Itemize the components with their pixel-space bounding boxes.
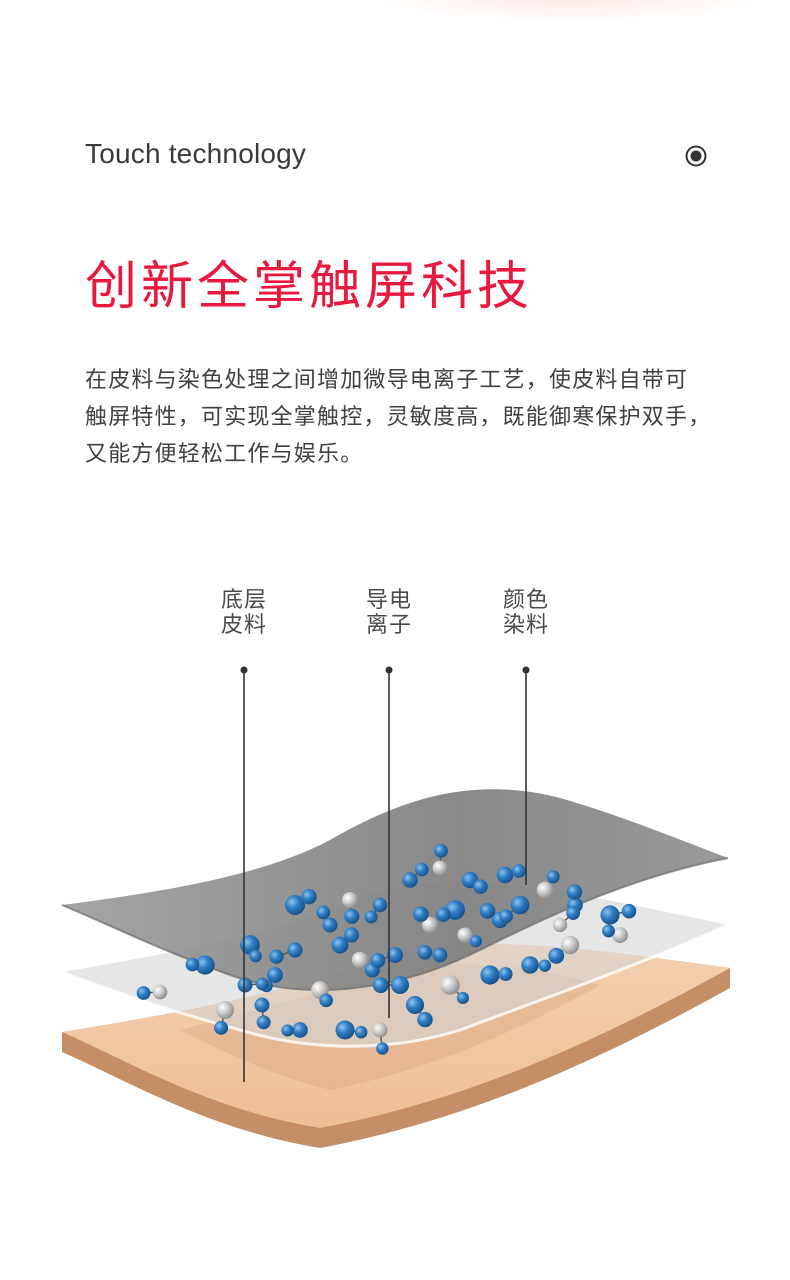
ion-atom — [364, 910, 378, 924]
ion-atom — [322, 917, 338, 933]
ion-atom — [372, 977, 389, 994]
ion-atom — [560, 935, 580, 955]
ion-atom — [417, 1011, 433, 1028]
label-color-dye: 颜色 染料 — [502, 588, 549, 638]
ion-atom — [390, 975, 410, 995]
ion-atom — [237, 977, 253, 993]
ion-atom — [413, 906, 429, 922]
ion-atom — [343, 927, 360, 943]
ion-atom — [254, 997, 270, 1013]
ion-atom — [152, 984, 168, 1000]
page-title: 创新全掌触屏科技 — [85, 257, 534, 317]
label-conductive-ions: 导电 离子 — [365, 588, 412, 638]
ion-atom — [512, 864, 526, 878]
ion-atom — [469, 935, 482, 948]
ion-atom — [479, 903, 496, 919]
ion-atom — [351, 951, 369, 969]
description-line: 又能方便轻松工作与娱乐。 — [85, 442, 364, 467]
ion-atom — [372, 1022, 388, 1038]
ion-atom — [600, 905, 620, 925]
label-base-leather: 底层 皮料 — [220, 588, 267, 638]
ion-atom — [612, 927, 628, 943]
ion-atom — [499, 909, 513, 924]
ion-atom — [621, 903, 637, 919]
ion-atom — [496, 866, 514, 884]
ion-atom — [256, 1015, 271, 1030]
ion-atom — [602, 924, 615, 938]
target-icon — [685, 145, 707, 167]
ion-atom — [566, 884, 583, 900]
ion-atom — [216, 1001, 234, 1019]
ion-atom — [331, 936, 349, 954]
ion-atom — [386, 946, 404, 964]
ion-atom — [136, 986, 151, 1000]
ion-atom — [566, 906, 581, 920]
ion-atom — [267, 967, 283, 983]
conductive-ions — [136, 843, 637, 1055]
ion-atom — [414, 862, 429, 877]
ion-atom — [473, 879, 488, 894]
ion-atom — [281, 1024, 294, 1037]
ion-atom — [319, 993, 333, 1008]
top-decorative-glow — [380, 0, 760, 20]
ion-atom — [552, 917, 568, 933]
ion-atom — [548, 947, 565, 964]
ion-atom — [440, 975, 460, 995]
ion-atom — [354, 1025, 368, 1039]
ion-atom — [255, 977, 269, 991]
ion-atom — [287, 942, 303, 958]
layer-diagram — [61, 666, 730, 1148]
ion-atom — [536, 881, 554, 899]
section-subtitle: Touch technology — [85, 138, 307, 169]
ion-atom — [376, 1042, 389, 1055]
ion-atom — [405, 995, 425, 1015]
ion-atom — [456, 991, 470, 1005]
ion-atom — [434, 843, 448, 858]
ion-atom — [195, 955, 215, 975]
ion-atom — [344, 908, 360, 924]
ion-atom — [342, 892, 358, 908]
ion-atom — [435, 907, 451, 922]
ion-atom — [421, 916, 439, 934]
description-line: 在皮料与染色处理之间增加微导电离子工艺，使皮料自带可 — [85, 368, 689, 393]
ion-atom — [292, 1022, 308, 1038]
ion-atom — [457, 927, 473, 943]
ion-atom — [432, 947, 448, 963]
ion-atom — [521, 956, 539, 974]
ion-atom — [335, 1020, 355, 1040]
ion-atom — [285, 895, 305, 915]
ion-atom — [480, 965, 500, 985]
ion-atom — [510, 895, 530, 915]
ion-atom — [185, 957, 200, 972]
ion-atom — [301, 888, 317, 905]
ion-atom — [538, 959, 552, 972]
ion-atom — [432, 860, 448, 876]
ion-atom — [214, 1020, 229, 1035]
ion-atom — [370, 952, 386, 968]
ion-atom — [417, 944, 433, 960]
ion-atom — [249, 949, 262, 963]
ion-atom — [269, 949, 284, 964]
description-text: 在皮料与染色处理之间增加微导电离子工艺，使皮料自带可 触屏特性，可实现全掌触控，… — [85, 362, 725, 473]
ion-atom — [316, 905, 331, 920]
ion-atom — [498, 967, 513, 982]
callout-lines — [240, 666, 530, 1082]
description-line: 触屏特性，可实现全掌触控，灵敏度高，既能御寒保护双手， — [85, 405, 712, 430]
ion-atom — [402, 872, 418, 888]
color-dye-layer — [61, 789, 729, 991]
ion-atom — [372, 897, 388, 913]
ion-atom — [546, 870, 560, 884]
